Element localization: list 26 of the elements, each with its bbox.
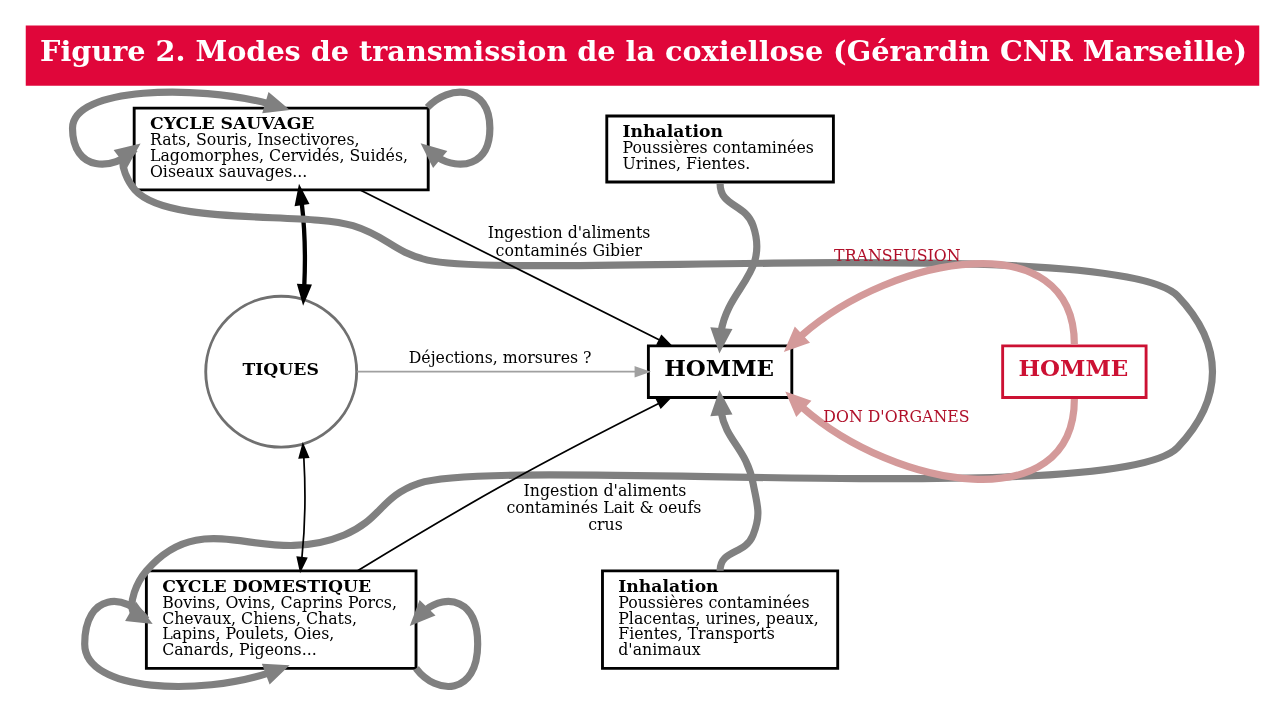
node-box: Inhalation Poussières contaminées Placentas, urines, peaux, Fientes, Transports d'animaux (601, 569, 840, 670)
arrow (710, 183, 761, 354)
edge-label: Déjections, morsures ? (408, 347, 592, 367)
arrow (420, 88, 494, 169)
edge-label: Ingestion d'aliments contaminés Gibier (487, 223, 651, 260)
edge-label: Ingestion d'aliments contaminés Lait & oeufs crus (506, 480, 702, 535)
node-box: Inhalation Poussières contaminées Urines, Fientes. (605, 114, 835, 184)
node-box: HOMME (646, 344, 794, 399)
arrow (294, 183, 312, 306)
arrow (409, 598, 482, 690)
arrow (81, 597, 290, 690)
diagram-title: Figure 2. Modes de transmission de la coxiellose (Gérardin CNR Marseille) (40, 34, 1248, 69)
arrow (68, 88, 290, 168)
arrow (783, 260, 1078, 352)
node-box: HOMME (1001, 344, 1148, 399)
edge-label: TRANSFUSION (834, 245, 961, 265)
arrow (785, 391, 1078, 483)
node-box: CYCLE DOMESTIQUE Bovins, Ovins, Caprins Porcs, Chevaux, Chiens, Chats, Lapins, Poulets, Oies, Canards, Pigeons... (144, 569, 418, 670)
node-circle: TIQUES (204, 294, 359, 449)
arrow (296, 442, 310, 574)
arrow (710, 390, 762, 572)
node-box: CYCLE SAUVAGE Rats, Souris, Insectivores, Lagomorphes, Cervidés, Suidés, Oiseaux sauvages... (132, 106, 430, 192)
arrow (359, 189, 674, 347)
arrow (356, 366, 651, 378)
edge-label: DON D'ORGANES (823, 406, 970, 426)
arrow (356, 396, 673, 572)
